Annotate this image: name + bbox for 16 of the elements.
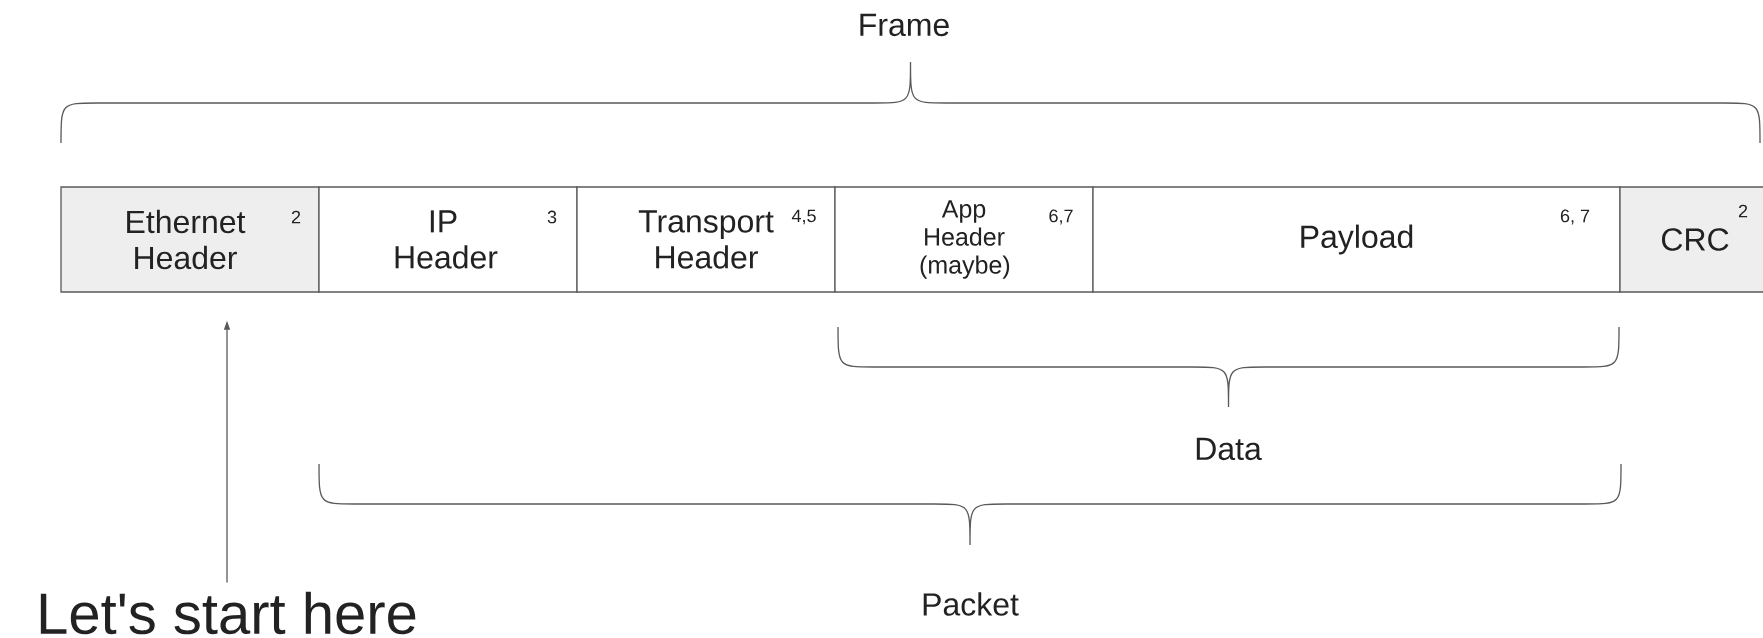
header-text: App Header (maybe) <box>920 200 1010 279</box>
footnote-number: 6, 7 <box>1560 209 1590 225</box>
brace-label: Packet <box>923 592 1019 616</box>
brace-label: Data <box>1196 437 1262 461</box>
header-text: Ethernet Header <box>127 209 246 270</box>
header-text: IP Header <box>395 210 498 269</box>
annotation-text: Let's start here <box>40 591 416 635</box>
footnote-number: 6,7 <box>1049 209 1073 225</box>
header-text: Payload <box>1301 224 1413 255</box>
brace-label: Frame <box>860 13 949 37</box>
footnote-number: 2 <box>291 210 301 224</box>
footnote-number: 4,5 <box>791 209 816 225</box>
header-text: Transport Header <box>638 210 774 269</box>
header-text: CRC <box>1662 228 1729 251</box>
footnote-number: 2 <box>1738 204 1748 218</box>
footnote-number: 3 <box>547 210 557 224</box>
